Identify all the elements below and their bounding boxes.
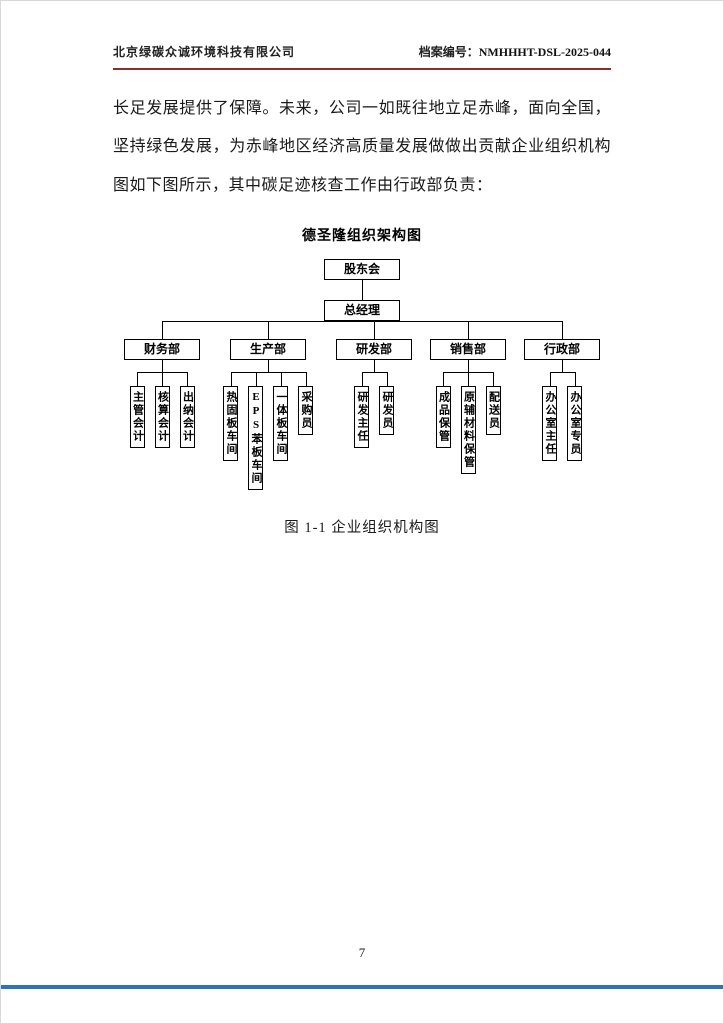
position-branch: 核算会计 [149,372,176,449]
org-node-position: 成品保管 [435,386,451,449]
position-branch: 研发主任 [349,372,375,449]
position-branch: 研发员 [374,372,399,436]
org-node-dept: 行政部 [524,339,600,361]
org-node-position: 出纳会计 [179,386,195,449]
position-row: 成品保管 原辅材料保管 配送员 [431,372,506,475]
org-node-general-manager: 总经理 [324,300,400,322]
page-header: 北京绿碳众诚环境科技有限公司 档案编号：NMHHHT-DSL-2025-044 [113,43,611,70]
position-branch: 配送员 [480,372,506,436]
org-node-position: EPS苯板车间 [248,386,263,491]
archive-label: 档案编号： [418,45,479,59]
org-node-position: 一体板车间 [273,386,288,462]
org-node-position: 办公室专员 [567,386,582,462]
page-number: 7 [358,945,366,960]
org-node-position: 采购员 [298,386,313,436]
dept-branch-finance: 财务部 主管会计 核算会计 出纳会计 [115,321,210,449]
position-branch: 成品保管 [431,372,457,449]
org-node-position: 原辅材料保管 [460,386,476,475]
dept-branch-admin: 行政部 办公室主任 办公室专员 [515,321,609,462]
connector-line [467,360,469,373]
org-node-position: 研发员 [379,386,394,436]
org-node-position: 主管会计 [129,386,145,449]
department-row: 财务部 主管会计 核算会计 出纳会计 生产部 热固板车间 EPS苯板车间 一体板… [115,321,609,491]
orgchart-title: 德圣隆组织架构图 [302,229,422,245]
connector-line [161,360,163,373]
body-paragraph: 长足发展提供了保障。未来，公司一如既往地立足赤峰，面向全国，坚持绿色发展，为赤峰… [113,100,611,194]
org-node-position: 办公室主任 [542,386,557,462]
page-content: 北京绿碳众诚环境科技有限公司 档案编号：NMHHHT-DSL-2025-044 … [1,1,723,537]
connector-line [267,360,269,373]
position-branch: 采购员 [293,372,318,436]
header-company-name: 北京绿碳众诚环境科技有限公司 [113,45,296,59]
org-node-position: 配送员 [485,386,501,436]
position-branch: 出纳会计 [174,372,200,449]
org-chart: 股东会 总经理 财务部 主管会计 核算会计 出纳会计 生产部 [115,259,609,491]
org-node-position: 热固板车间 [223,386,238,462]
connector-line [561,360,563,373]
org-node-shareholders: 股东会 [324,259,400,281]
org-node-dept: 财务部 [124,339,200,361]
header-archive-number: 档案编号：NMHHHT-DSL-2025-044 [419,43,611,60]
position-branch: 热固板车间 [218,372,244,462]
org-node-position: 核算会计 [154,386,170,449]
position-branch: EPS苯板车间 [243,372,269,491]
position-branch: 主管会计 [125,372,151,449]
dept-branch-rnd: 研发部 研发主任 研发员 [327,321,422,449]
position-row: 热固板车间 EPS苯板车间 一体板车间 采购员 [218,372,318,491]
position-row: 研发主任 研发员 [349,372,399,449]
position-row: 办公室主任 办公室专员 [537,372,587,462]
dept-branch-production: 生产部 热固板车间 EPS苯板车间 一体板车间 采购员 [209,321,328,491]
position-branch: 原辅材料保管 [455,372,482,475]
position-branch: 一体板车间 [268,372,294,462]
position-row: 主管会计 核算会计 出纳会计 [125,372,200,449]
figure-caption: 图 1-1 企业组织机构图 [284,520,440,537]
footer-rule [1,985,723,989]
org-node-dept: 研发部 [336,339,412,361]
dept-branch-sales: 销售部 成品保管 原辅材料保管 配送员 [421,321,516,475]
position-branch: 办公室主任 [537,372,563,462]
archive-value: NMHHHT-DSL-2025-044 [478,45,611,59]
connector-line [373,360,375,373]
org-node-dept: 销售部 [430,339,506,361]
connector-line [361,280,363,301]
org-node-dept: 生产部 [230,339,306,361]
org-node-position: 研发主任 [354,386,369,449]
position-branch: 办公室专员 [562,372,587,462]
